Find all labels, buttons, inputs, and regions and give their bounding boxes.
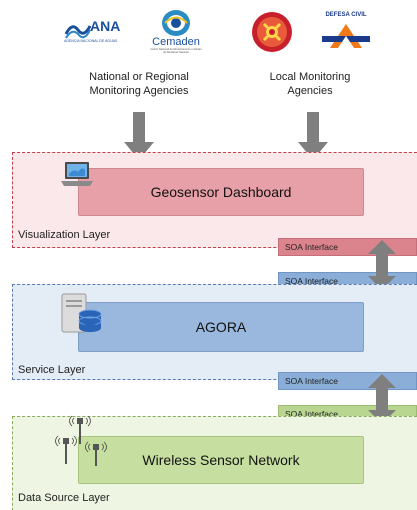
defesa-civil-logo-text: DEFESA CIVIL <box>325 12 367 18</box>
geosensor-dashboard-label: Geosensor Dashboard <box>150 184 292 200</box>
ana-logo: ANA AGÊNCIA NACIONAL DE ÁGUAS <box>64 12 146 48</box>
wireless-sensor-network-box: Wireless Sensor Network <box>78 436 364 484</box>
data-source-layer-label: Data Source Layer <box>18 492 110 504</box>
local-agencies-line1: Local Monitoring <box>269 71 351 83</box>
cemaden-logo-subtext: Centro Nacional de Monitoramento e Alert… <box>150 48 202 54</box>
cemaden-eye-icon <box>162 10 190 36</box>
ana-logo-text: ANA <box>90 18 121 34</box>
arrow-down-icon <box>298 112 328 160</box>
database-icon <box>61 293 102 333</box>
cemaden-logo: Cemaden Centro Nacional de Monitoramento… <box>146 8 206 54</box>
national-agencies-label: National or Regional Monitoring Agencies <box>74 70 204 98</box>
soa-interface-service-bottom: SOA Interface <box>278 372 417 390</box>
geosensor-dashboard-box: Geosensor Dashboard <box>78 168 364 216</box>
national-agencies-line1: National or Regional <box>89 71 189 83</box>
soa-interface-label: SOA Interface <box>285 242 338 252</box>
cemaden-logo-text: Cemaden <box>152 36 200 48</box>
soa-interface-label: SOA Interface <box>285 376 338 386</box>
wireless-sensor-network-label: Wireless Sensor Network <box>142 452 300 468</box>
laptop-icon <box>61 162 93 186</box>
defesa-civil-emblem-icon <box>322 24 370 48</box>
soa-interface-label: SOA Interface <box>285 276 338 286</box>
local-agencies-label: Local Monitoring Agencies <box>250 70 370 98</box>
double-arrow-icon <box>368 240 396 290</box>
service-layer-label: Service Layer <box>18 364 86 376</box>
national-agencies-line2: Monitoring Agencies <box>89 85 189 97</box>
wireless-sensor-icon <box>55 415 107 466</box>
defesa-civil-logo: DEFESA CIVIL <box>318 12 374 52</box>
soa-interface-visualization: SOA Interface <box>278 238 417 256</box>
arrow-down-icon <box>124 112 154 160</box>
soa-interface-label: SOA Interface <box>285 409 338 419</box>
ana-logo-subtext: AGÊNCIA NACIONAL DE ÁGUAS <box>64 39 118 43</box>
fire-department-seal <box>250 10 294 54</box>
fire-department-seal-icon <box>252 12 292 52</box>
double-arrow-icon <box>368 374 396 424</box>
agora-label: AGORA <box>195 319 247 335</box>
local-agencies-line2: Agencies <box>287 85 333 97</box>
agora-box: AGORA <box>78 302 364 352</box>
visualization-layer-label: Visualization Layer <box>18 229 111 241</box>
ana-wave-icon <box>64 25 92 39</box>
